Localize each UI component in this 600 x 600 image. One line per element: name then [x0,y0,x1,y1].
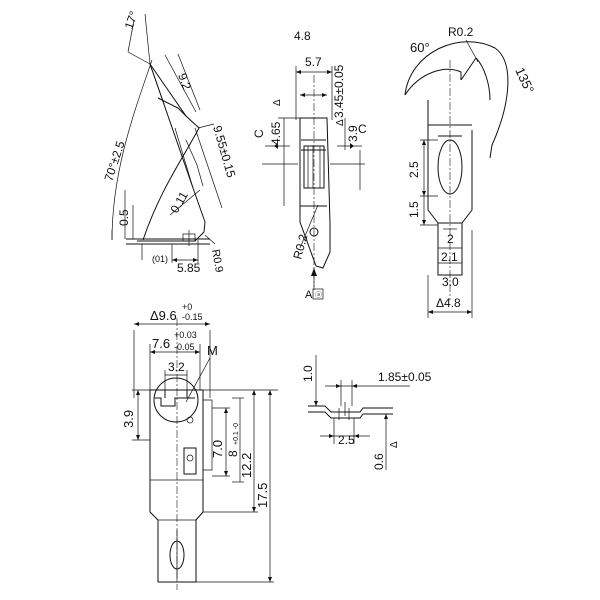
view-top-right: 60° R0.2 135° 2.5 1.5 2 2.1 3.0 Δ4.8 [404,25,537,318]
view-top-middle: 4.8 5.7 4.65 Δ 3.45±0.05 Δ 3.9 C C R0.2 … [252,29,367,301]
dim-angle-17: 17° [122,9,141,31]
dim-9-6-tol-up: +0 [182,302,192,312]
dim-angle-60: 60° [410,40,430,55]
dim-angle-70: 70°±2.5 [102,139,128,183]
ref-01: (01) [152,254,168,264]
label-m: M [207,343,218,358]
dim-2-1: 2.1 [441,250,458,264]
dim-7-6: 7.6 [152,336,170,351]
dim-9-6: Δ9.6 [150,308,177,323]
section-label-right: C [358,122,367,136]
dim-2: 2 [447,232,454,246]
view-top-left: 17° 9.2 70°±2.5 9.55±0.15 0.5 0.11 (01) … [102,9,239,275]
radius-0-2: R0.2 [290,232,310,260]
tri-marker-2: Δ [335,119,346,126]
dim-1-85: 1.85±0.05 [378,370,432,384]
radius-0-9: R0.9 [209,248,225,273]
dim-0-5: 0.5 [117,209,131,226]
dim-4-8: 4.8 [294,29,311,43]
view-a-box-mark: ⓐ [315,291,322,299]
dim-0-6: 0.6 [372,453,386,470]
dim-5-7: 5.7 [305,55,322,69]
dim-5-85: 5.85 [177,261,201,275]
dim-2-5-bottom: 2.5 [338,433,355,447]
view-a-label: A [305,289,313,301]
dim-12-2: 12.2 [239,453,254,478]
dim-3-9-left: 3.9 [121,410,136,428]
dim-4-8-right: Δ4.8 [436,296,461,310]
dim-9-2: 9.2 [175,71,194,92]
dim-angle-135: 135° [512,65,537,96]
dim-3-0: 3.0 [442,275,459,289]
dim-8-tol: +0.1 -0 [233,423,240,445]
dim-4-65: 4.65 [269,121,283,145]
dim-1-0: 1.0 [301,365,315,382]
view-bottom-left: Δ9.6 +0 -0.15 7.6 +0.03 -0.05 M 3.2 3.9 … [121,302,278,590]
dim-7-0: 7.0 [210,440,225,458]
dim-3-9: 3.9 [346,125,360,142]
dim-3-2: 3.2 [168,360,185,374]
tri-marker-bottom: Δ [389,441,400,448]
dim-2-5: 2.5 [407,161,421,178]
dim-3-45: 3.45±0.05 [332,64,346,118]
dim-9-55: 9.55±0.15 [210,124,238,179]
dim-9-6-tol-dn: -0.15 [182,312,203,322]
dim-7-6-tol-up: +0.03 [174,330,197,340]
section-label-left: C [252,129,266,138]
dim-17-5: 17.5 [255,483,270,508]
radius-0-2-right: R0.2 [448,25,474,39]
dim-7-6-tol-dn: -0.05 [174,342,195,352]
tri-marker-1: Δ [272,99,283,106]
view-bottom-right: 1.0 1.85±0.05 2.5 0.6 Δ [301,355,432,470]
dim-0-11: 0.11 [167,189,191,216]
dim-8: 8 [226,450,240,457]
dim-1-5: 1.5 [407,201,421,218]
